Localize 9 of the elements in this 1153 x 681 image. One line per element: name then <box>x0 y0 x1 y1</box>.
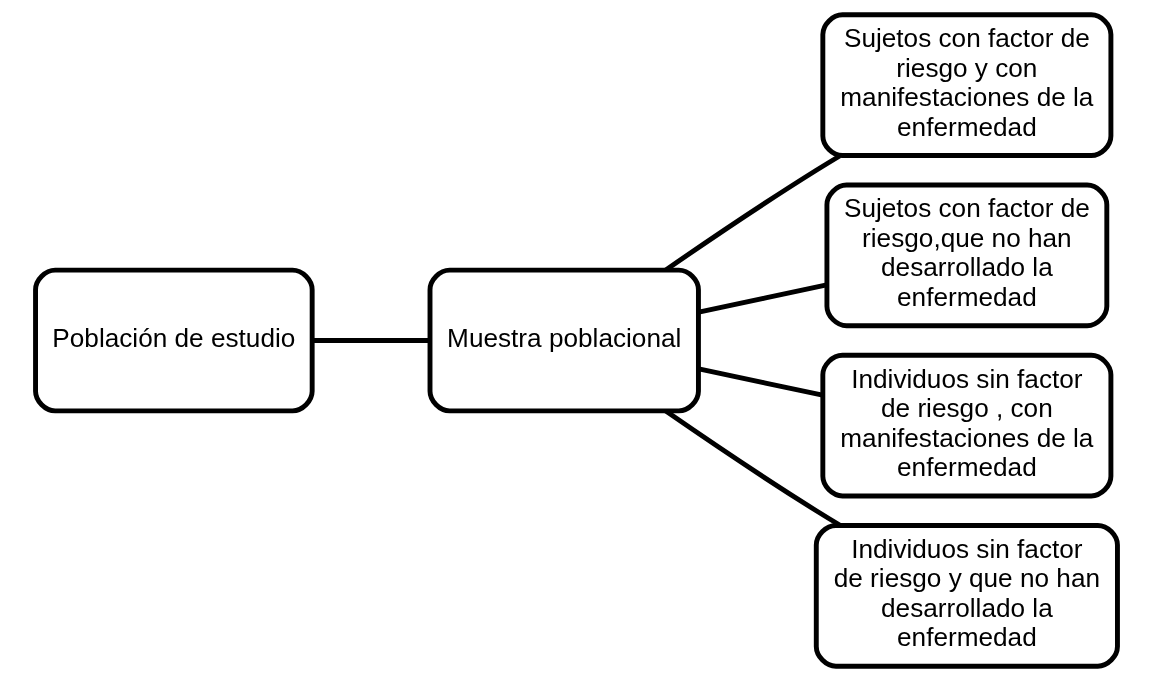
connector <box>698 282 828 315</box>
node-box: Muestra poblacional <box>427 267 701 414</box>
node-box: Sujetos con factor de riesgo,que no han desarrollado la enfermedad <box>824 182 1110 329</box>
connector <box>312 338 430 343</box>
connector <box>698 366 824 398</box>
node-box: Sujetos con factor de riesgo y con manifestaciones de la enfermedad <box>820 12 1114 158</box>
node-box: Individuos sin factor de riesgo , con manifestaciones de la enfermedad <box>820 352 1114 499</box>
node-box: Población de estudio <box>33 267 315 414</box>
node-box: Individuos sin factor de riesgo y que no han desarrollado la enfermedad <box>813 523 1120 669</box>
